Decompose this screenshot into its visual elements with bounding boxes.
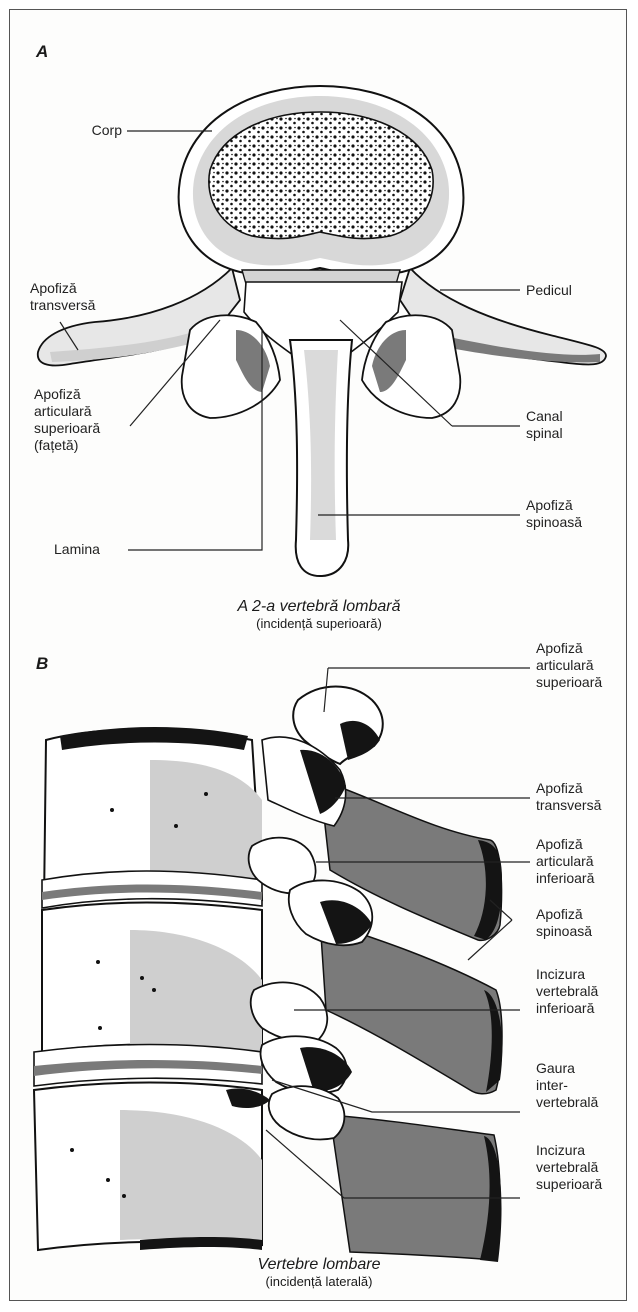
label-line: Apofiză xyxy=(536,906,626,923)
label-line: superioară xyxy=(536,1176,626,1193)
label-line: articulară xyxy=(34,403,134,420)
label-line: Apofiză xyxy=(30,280,130,297)
label-line: inter- xyxy=(536,1077,626,1094)
label-line: (fațetă) xyxy=(34,437,134,454)
label-incizura-vertebrala-inferioara: Incizura vertebrală inferioară xyxy=(536,966,626,1017)
label-gaura-intervertebrala: Gaura inter- vertebrală xyxy=(536,1060,626,1111)
label-line: Incizura xyxy=(536,1142,626,1159)
label-line: Apofiză xyxy=(526,497,616,514)
label-line: Apofiză xyxy=(536,836,626,853)
label-line: superioară xyxy=(34,420,134,437)
label-lamina: Lamina xyxy=(54,541,124,558)
label-line: inferioară xyxy=(536,870,626,887)
panel-b-letter: B xyxy=(36,654,48,674)
panel-a-letter: A xyxy=(36,42,48,62)
caption-a-subtitle: (incidență superioară) xyxy=(0,616,638,631)
caption-a-title: A 2-a vertebră lombară xyxy=(0,598,638,616)
label-line: Incizura xyxy=(536,966,626,983)
label-apofiza-spinoasa-a: Apofiză spinoasă xyxy=(526,497,616,531)
label-apofiza-articulara-superioara-b: Apofiză articulară superioară xyxy=(536,640,626,691)
label-line: superioară xyxy=(536,674,626,691)
caption-b-subtitle: (incidență laterală) xyxy=(0,1274,638,1289)
label-line: inferioară xyxy=(536,1000,626,1017)
label-apofiza-articulara-inferioara: Apofiză articulară inferioară xyxy=(536,836,626,887)
label-apofiza-articulara-superioara-a: Apofiză articulară superioară (fațetă) xyxy=(34,386,134,454)
label-line: spinoasă xyxy=(536,923,626,940)
panel-b-lumbar-vertebrae-lateral-view xyxy=(34,668,530,1262)
articular-process-lower-2 xyxy=(269,1086,345,1139)
label-apofiza-spinoasa-b: Apofiză spinoasă xyxy=(536,906,626,940)
label-line: spinoasă xyxy=(526,514,616,531)
caption-panel-a: A 2-a vertebră lombară (incidență superi… xyxy=(0,598,638,631)
label-line: articulară xyxy=(536,657,626,674)
caption-panel-b: Vertebre lombare (incidență laterală) xyxy=(0,1256,638,1289)
label-pedicul: Pedicul xyxy=(526,282,616,299)
label-line: Gaura xyxy=(536,1060,626,1077)
label-line: transversă xyxy=(30,297,130,314)
label-line: vertebrală xyxy=(536,983,626,1000)
label-line: Apofiză xyxy=(34,386,134,403)
spinous-process-bottom xyxy=(330,1115,500,1260)
label-apofiza-transversa-b: Apofiză transversă xyxy=(536,780,626,814)
label-line: Apofiză xyxy=(536,780,626,797)
cancellous-bone xyxy=(209,112,433,239)
label-corp: Corp xyxy=(70,122,122,139)
label-line: Canal xyxy=(526,408,616,425)
label-incizura-vertebrala-superioara: Incizura vertebrală superioară xyxy=(536,1142,626,1193)
label-canal-spinal: Canal spinal xyxy=(526,408,616,442)
panel-a-vertebra-superior-view xyxy=(38,86,606,576)
caption-b-title: Vertebre lombare xyxy=(0,1256,638,1274)
label-line: articulară xyxy=(536,853,626,870)
label-line: spinal xyxy=(526,425,616,442)
label-line: Apofiză xyxy=(536,640,626,657)
label-line: transversă xyxy=(536,797,626,814)
label-line: vertebrală xyxy=(536,1159,626,1176)
label-line: vertebrală xyxy=(536,1094,626,1111)
label-apofiza-transversa-a: Apofiză transversă xyxy=(30,280,130,314)
